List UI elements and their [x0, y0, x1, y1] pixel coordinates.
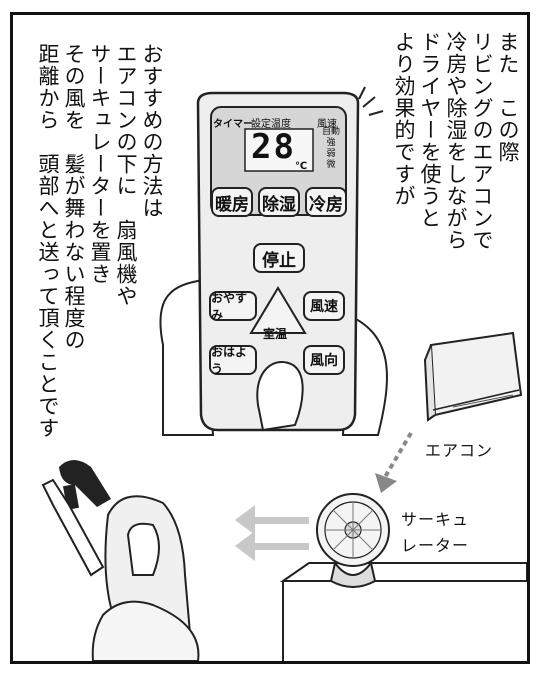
room-temp-button[interactable]: 室温	[263, 327, 288, 341]
circulator-fan	[316, 493, 390, 588]
woman	[41, 478, 200, 661]
narration-line: エアコンの下に 扇風機や	[114, 43, 138, 307]
direction-button[interactable]: 風向	[303, 345, 345, 375]
narration-line: ドライヤーを使うと	[418, 31, 442, 229]
fan-level: 弱	[326, 149, 336, 159]
fan-speed-button[interactable]: 風速	[303, 291, 345, 321]
aircon-label: エアコン	[425, 441, 494, 460]
stop-button[interactable]: 停止	[253, 243, 305, 273]
table	[279, 562, 527, 661]
fan-level-list: 自動 強 弱 微	[319, 127, 343, 171]
narration-line: 距離から 頭部へと送って頂くことです	[36, 43, 60, 439]
wind-arrows	[235, 505, 309, 561]
fan-level: 強	[326, 138, 336, 148]
narration-line: その風を 髪が舞わない程度の	[62, 43, 86, 351]
temp-up-icon	[249, 286, 307, 334]
temperature-unit: ℃	[295, 161, 308, 172]
circulator-label-line: サーキュ	[401, 510, 470, 529]
cool-button[interactable]: 冷房	[305, 187, 347, 217]
comic-panel: また この際 リビングのエアコンで 冷房や除湿をしながら ドライヤーを使うと よ…	[10, 12, 530, 664]
dehumidify-button[interactable]: 除湿	[258, 187, 300, 217]
thumb	[256, 360, 304, 432]
narration-line: また この際	[496, 31, 520, 163]
circulator-label: サーキュ レーター	[401, 507, 469, 559]
circulator-label-line: レーター	[401, 536, 470, 555]
fan-level: 微	[326, 160, 336, 170]
temperature-value: 28	[251, 127, 296, 167]
narration-line: より効果的ですが	[392, 31, 416, 207]
temp-display	[244, 128, 314, 172]
narration-line: 冷房や除湿をしながら	[444, 31, 468, 251]
wake-button[interactable]: おはよう	[209, 345, 257, 376]
arrow-down-icon	[375, 473, 397, 493]
narration-line: おすすめの方法は	[140, 43, 164, 219]
narration-line: サーキュレーターを置き	[88, 43, 112, 285]
fan-level: 自動	[321, 127, 340, 137]
heat-button[interactable]: 暖房	[211, 187, 253, 217]
narration-line: リビングのエアコンで	[470, 31, 494, 251]
set-temp-label: 設定温度	[251, 119, 291, 130]
timer-label: タイマー	[213, 119, 253, 130]
air-conditioner	[423, 331, 523, 422]
sleep-button[interactable]: おやすみ	[209, 291, 257, 322]
fan-speed-indicator-label: 風速	[317, 119, 337, 130]
